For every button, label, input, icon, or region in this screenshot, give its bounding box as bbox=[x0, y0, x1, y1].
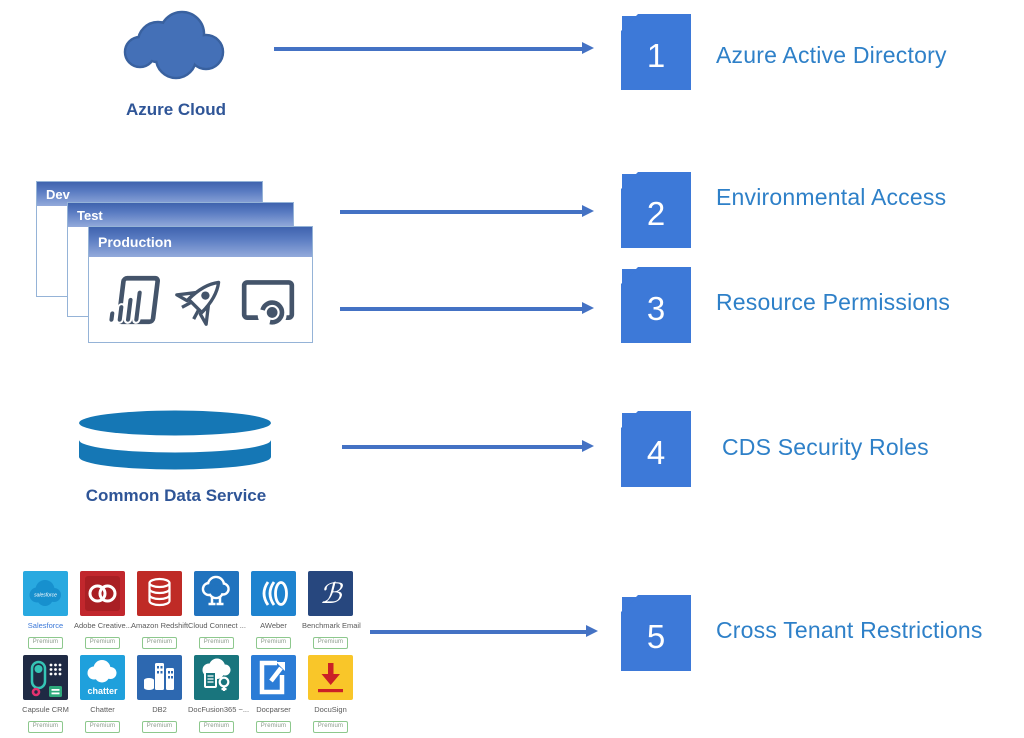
cloud-document-icon bbox=[194, 655, 239, 700]
premium-badge: Premium bbox=[84, 721, 121, 733]
step-label-5: Cross Tenant Restrictions bbox=[716, 617, 983, 643]
folded-page-icon bbox=[621, 411, 691, 487]
connector-name: AWeber bbox=[260, 621, 287, 630]
folded-page-icon bbox=[621, 595, 691, 671]
cds-caption: Common Data Service bbox=[85, 486, 267, 505]
folded-page-icon bbox=[621, 14, 691, 90]
svg-text:ℬ: ℬ bbox=[319, 577, 343, 610]
connector-tile: Cloud Connect ... Premium bbox=[188, 571, 246, 649]
premium-badge: Premium bbox=[141, 637, 178, 649]
step-number: 4 bbox=[646, 434, 666, 471]
connector-tile: AWeber Premium bbox=[245, 571, 302, 649]
step-number: 1 bbox=[646, 37, 666, 74]
step-label-1: Azure Active Directory bbox=[716, 42, 947, 68]
download-arrow-icon bbox=[308, 655, 353, 700]
premium-badge: Premium bbox=[198, 637, 235, 649]
env-production-header: Production bbox=[89, 227, 312, 257]
premium-badge: Premium bbox=[255, 721, 292, 733]
salesforce-cloud-icon: salesforce bbox=[23, 571, 68, 616]
env-test-label: Test bbox=[77, 207, 103, 223]
step-label-4: CDS Security Roles bbox=[722, 434, 929, 460]
env-test-header: Test bbox=[68, 203, 293, 227]
step-box-5: 5 bbox=[621, 595, 691, 671]
step-box-4: 4 bbox=[621, 411, 691, 487]
db2-towers-icon bbox=[137, 655, 182, 700]
step-box-2: 2 bbox=[621, 172, 691, 248]
arrow-to-step-4 bbox=[342, 440, 594, 452]
step-number: 2 bbox=[646, 195, 666, 232]
svg-text:chatter: chatter bbox=[87, 686, 118, 696]
connector-name: Salesforce bbox=[27, 621, 64, 630]
connector-name: Cloud Connect ... bbox=[188, 621, 246, 630]
cloud-plug-icon bbox=[194, 571, 239, 616]
env-dev-label: Dev bbox=[46, 186, 70, 202]
script-b-icon: ℬ bbox=[308, 571, 353, 616]
database-stack-icon bbox=[137, 571, 182, 616]
step-box-3: 3 bbox=[621, 267, 691, 343]
premium-badge: Premium bbox=[27, 637, 64, 649]
connector-tile: Amazon Redshift Premium bbox=[131, 571, 188, 649]
connector-grid-row-1: salesforce Salesforce Premium Adobe Crea… bbox=[17, 571, 361, 649]
connector-name: Adobe Creative... bbox=[74, 621, 132, 630]
connector-name: Capsule CRM bbox=[22, 705, 69, 714]
premium-badge: Premium bbox=[198, 721, 235, 733]
connector-tile: chatter Chatter Premium bbox=[74, 655, 131, 733]
connector-name: Chatter bbox=[90, 705, 115, 714]
folded-page-icon bbox=[621, 172, 691, 248]
connector-tile: DocuSign Premium bbox=[302, 655, 359, 733]
arrow-to-step-3 bbox=[340, 302, 594, 314]
connector-name: Amazon Redshift bbox=[131, 621, 189, 630]
arrow-to-step-1 bbox=[274, 42, 594, 54]
connector-tile: DB2 Premium bbox=[131, 655, 188, 733]
step-number: 5 bbox=[646, 618, 666, 655]
connector-tile: DocFusion365 ~... Premium bbox=[188, 655, 250, 733]
arrow-to-step-2 bbox=[340, 205, 594, 217]
premium-badge: Premium bbox=[141, 721, 178, 733]
connector-grid-row-2: Capsule CRM Premium chatter Chatter Prem… bbox=[17, 655, 359, 733]
cloud-icon bbox=[123, 10, 225, 80]
premium-badge: Premium bbox=[312, 721, 349, 733]
connector-name: Benchmark Email bbox=[302, 621, 361, 630]
connector-tile: Adobe Creative... Premium bbox=[74, 571, 132, 649]
step-label-2: Environmental Access bbox=[716, 184, 947, 210]
connector-tile: salesforce Salesforce Premium bbox=[17, 571, 74, 649]
folded-page-icon bbox=[621, 267, 691, 343]
step-box-1: 1 bbox=[621, 14, 691, 90]
premium-badge: Premium bbox=[255, 637, 292, 649]
connected-screen-icon bbox=[241, 279, 294, 329]
database-cylinder-icon bbox=[79, 410, 271, 470]
arrow-to-step-5 bbox=[370, 625, 598, 637]
environment-box-production: Production bbox=[88, 226, 313, 343]
adobe-cc-rings-icon bbox=[80, 571, 125, 616]
connector-name: DB2 bbox=[152, 705, 167, 714]
connector-tile: Capsule CRM Premium bbox=[17, 655, 74, 733]
svg-text:salesforce: salesforce bbox=[34, 593, 57, 599]
connector-tile: Docparser Premium bbox=[245, 655, 302, 733]
aweber-arcs-icon bbox=[251, 571, 296, 616]
premium-badge: Premium bbox=[84, 637, 121, 649]
azure-cloud-caption: Azure Cloud bbox=[125, 100, 227, 119]
connector-name: DocFusion365 ~... bbox=[188, 705, 250, 714]
chatter-cloud-icon: chatter bbox=[80, 655, 125, 700]
production-apps bbox=[89, 257, 312, 342]
power-bi-icon bbox=[107, 275, 161, 324]
capsule-pill-icon bbox=[23, 655, 68, 700]
env-production-label: Production bbox=[98, 234, 172, 250]
document-parser-icon bbox=[251, 655, 296, 700]
connector-tile: ℬ Benchmark Email Premium bbox=[302, 571, 361, 649]
rocket-icon bbox=[174, 280, 220, 326]
premium-badge: Premium bbox=[27, 721, 64, 733]
connector-name: Docparser bbox=[256, 705, 291, 714]
step-label-3: Resource Permissions bbox=[716, 289, 951, 315]
step-number: 3 bbox=[646, 290, 666, 327]
connector-name: DocuSign bbox=[314, 705, 347, 714]
premium-badge: Premium bbox=[312, 637, 349, 649]
